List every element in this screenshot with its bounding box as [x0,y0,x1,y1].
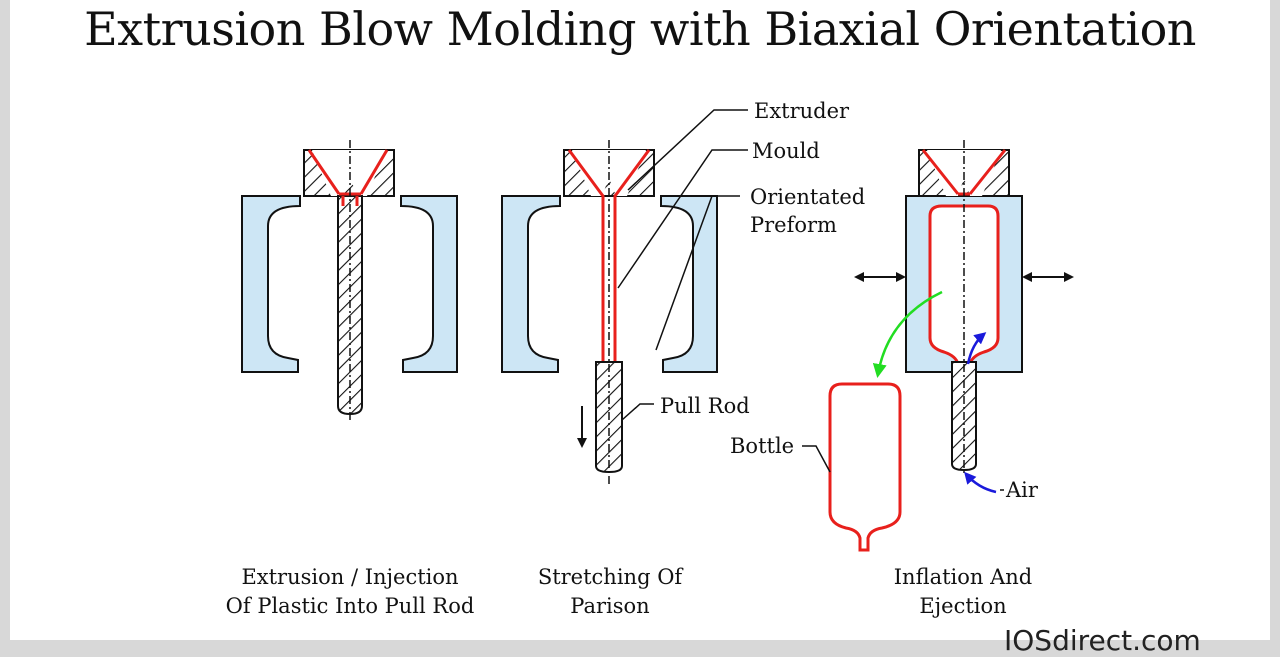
orientated-preform-leader [655,195,740,351]
label-preform: Preform [750,213,837,237]
ejected-bottle [828,382,902,552]
label-mould: Mould [752,139,820,163]
step3-group [828,140,1074,552]
step2-parison [567,149,651,362]
label-extruder: Extruder [754,99,850,123]
pull-rod-leader [621,403,654,421]
caption-step3-line1: Inflation And [894,565,1032,589]
bottle-leader [802,445,831,473]
step2-mould-left [501,195,561,373]
air-inlet-arrow [964,471,997,494]
label-pull-rod: Pull Rod [660,394,750,418]
caption-step1-line2: Of Plastic Into Pull Rod [226,594,475,618]
mould-leader [617,149,748,289]
eject-arrow [872,290,943,378]
label-bottle: Bottle [730,434,794,458]
step1-mould-right [400,195,458,373]
label-orientated: Orientated [750,185,865,209]
caption-step2-line1: Stretching Of [538,565,685,589]
leader-lines [617,109,1004,491]
caption-step1-line1: Extrusion / Injection [241,565,458,589]
footer-watermark: IOSdirect.com [1004,624,1201,657]
air-flow-arrow [966,332,987,365]
step1-group [241,140,458,420]
diagram-panel [10,0,1270,640]
step2-group [501,140,718,484]
page-title: Extrusion Blow Molding with Biaxial Orie… [84,2,1196,56]
step1-mould-left [241,195,301,373]
caption-step2-line2: Parison [570,594,649,618]
step2-mould-right [660,195,718,373]
blow-molding-diagram: Extruder Mould Orientated Preform Pull R… [226,99,1074,618]
label-air: Air [1005,478,1039,502]
extruder-leader [627,109,748,191]
caption-step3-line2: Ejection [919,594,1006,618]
